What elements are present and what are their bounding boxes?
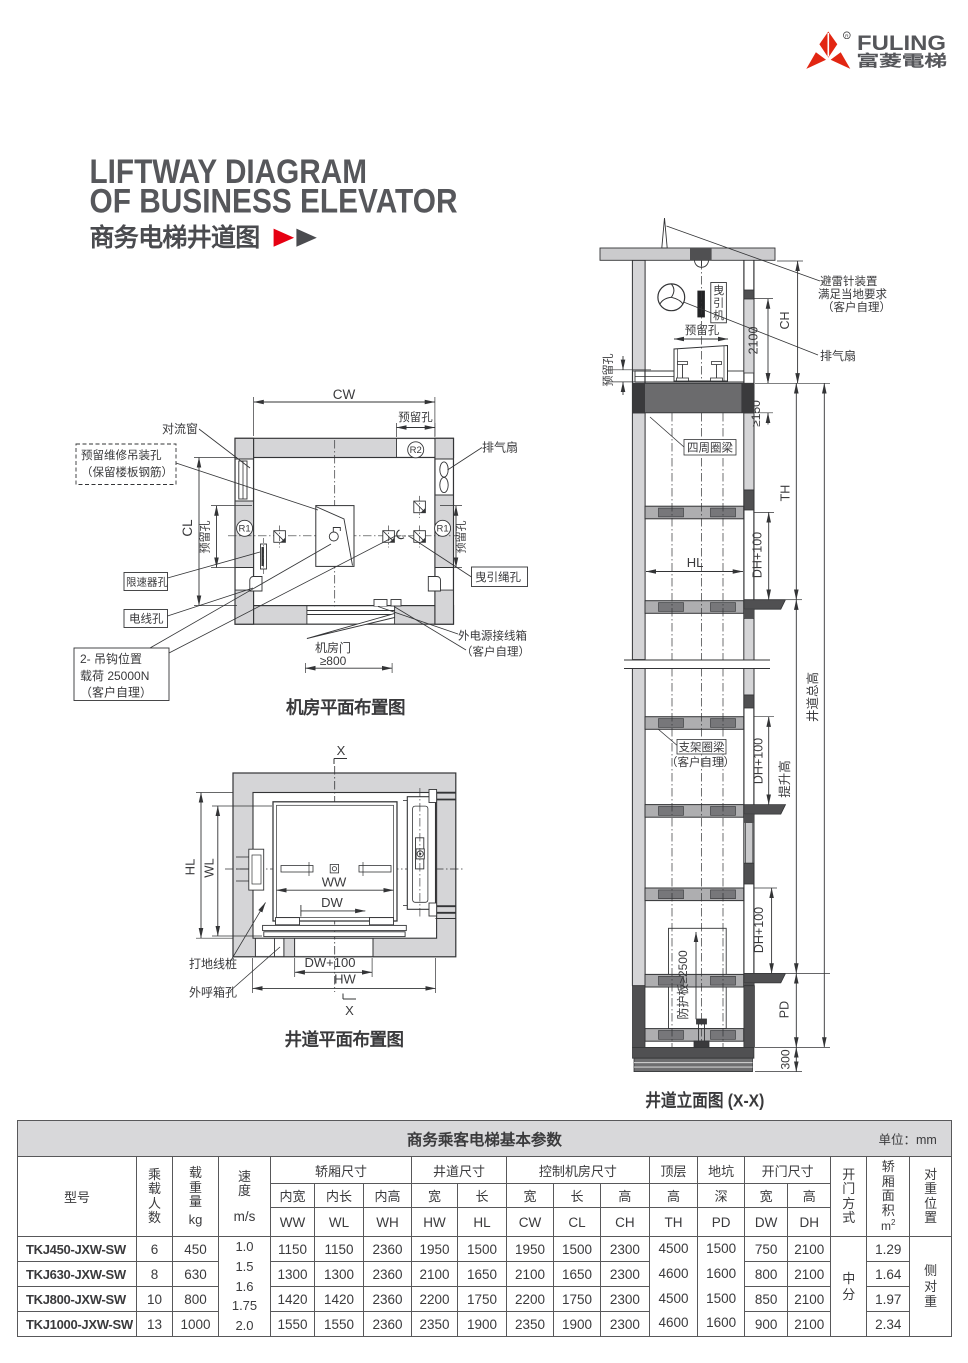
svg-text:LIFTWAY DIAGRAM: LIFTWAY DIAGRAM: [90, 153, 368, 191]
svg-text:富菱電梯: 富菱電梯: [857, 52, 948, 70]
svg-text:（客户自理）: （客户自理）: [461, 645, 530, 659]
svg-text:井道平面布置图: 井道平面布置图: [285, 1030, 404, 1050]
svg-text:HW: HW: [334, 972, 356, 987]
svg-text:DW: DW: [321, 895, 343, 910]
svg-text:DW+100: DW+100: [305, 955, 356, 970]
svg-text:HL: HL: [687, 555, 704, 570]
svg-text:DH+100: DH+100: [752, 907, 766, 953]
svg-text:提升高: 提升高: [777, 760, 792, 798]
svg-text:WW: WW: [322, 875, 347, 890]
svg-text:曳: 曳: [713, 284, 724, 297]
svg-text:预留孔: 预留孔: [602, 354, 615, 387]
svg-text:满足当地要求: 满足当地要求: [818, 287, 887, 301]
svg-text:机房门: 机房门: [315, 640, 351, 655]
svg-text:机房平面布置图: 机房平面布置图: [286, 698, 405, 718]
svg-text:DH+100: DH+100: [751, 532, 765, 578]
svg-text:打地线桩: 打地线桩: [189, 956, 237, 971]
svg-text:DH+100: DH+100: [752, 738, 766, 784]
svg-text:外呼箱孔: 外呼箱孔: [189, 985, 237, 1000]
svg-text:CL: CL: [180, 519, 195, 537]
svg-text:HL: HL: [183, 859, 198, 876]
svg-text:引: 引: [713, 296, 724, 310]
svg-text:300: 300: [779, 1049, 793, 1069]
svg-text:≥150: ≥150: [749, 400, 763, 427]
svg-text:预留维修吊装孔: 预留维修吊装孔: [81, 448, 162, 462]
svg-text:防护板≥2500: 防护板≥2500: [675, 950, 690, 1020]
svg-text:≥800: ≥800: [320, 654, 347, 668]
svg-text:避雷针装置: 避雷针装置: [820, 274, 878, 288]
svg-text:机: 机: [713, 308, 724, 322]
svg-text:（客户自理）: （客户自理）: [80, 685, 152, 700]
svg-text:对流窗: 对流窗: [162, 422, 198, 436]
svg-text:R1: R1: [437, 524, 449, 535]
svg-text:X: X: [337, 743, 346, 758]
svg-text:2- 吊钩位置: 2- 吊钩位置: [80, 651, 142, 666]
svg-text:排气扇: 排气扇: [820, 348, 856, 363]
svg-text:预留孔: 预留孔: [455, 521, 468, 554]
svg-text:FULING: FULING: [857, 31, 946, 55]
svg-text:CH: CH: [778, 311, 792, 329]
svg-text:支架圈梁: 支架圈梁: [679, 740, 725, 754]
svg-text:井道总高: 井道总高: [805, 672, 820, 722]
svg-text:商务电梯井道图: 商务电梯井道图: [90, 223, 260, 252]
svg-text:井道立面图 (X-X): 井道立面图 (X-X): [645, 1091, 764, 1111]
svg-text:预留孔: 预留孔: [398, 411, 433, 424]
svg-text:（客户自理）: （客户自理）: [822, 300, 891, 314]
svg-text:四周圈梁: 四周圈梁: [687, 441, 733, 455]
svg-text:载荷 25000N: 载荷 25000N: [80, 669, 149, 683]
svg-text:R2: R2: [410, 445, 422, 456]
svg-text:PD: PD: [778, 1001, 792, 1018]
svg-text:（保留楼板钢筋）: （保留楼板钢筋）: [81, 465, 173, 479]
svg-text:曳引绳孔: 曳引绳孔: [475, 570, 521, 584]
svg-text:限速器孔: 限速器孔: [126, 576, 168, 589]
svg-text:WL: WL: [202, 858, 217, 878]
svg-text:CW: CW: [333, 387, 356, 402]
svg-text:预留孔: 预留孔: [199, 521, 212, 554]
svg-text:外电源接线箱: 外电源接线箱: [458, 629, 527, 643]
svg-text:R1: R1: [239, 524, 251, 535]
svg-text:R: R: [845, 34, 849, 40]
svg-text:排气扇: 排气扇: [482, 440, 518, 455]
svg-text:OF BUSINESS ELEVATOR: OF BUSINESS ELEVATOR: [90, 183, 458, 221]
svg-text:X: X: [345, 1003, 354, 1018]
svg-text:（客户自理）: （客户自理）: [666, 755, 735, 769]
svg-text:预留孔: 预留孔: [685, 324, 720, 337]
svg-text:2100: 2100: [747, 327, 761, 355]
svg-text:TH: TH: [779, 485, 793, 502]
svg-text:电线孔: 电线孔: [129, 612, 164, 626]
